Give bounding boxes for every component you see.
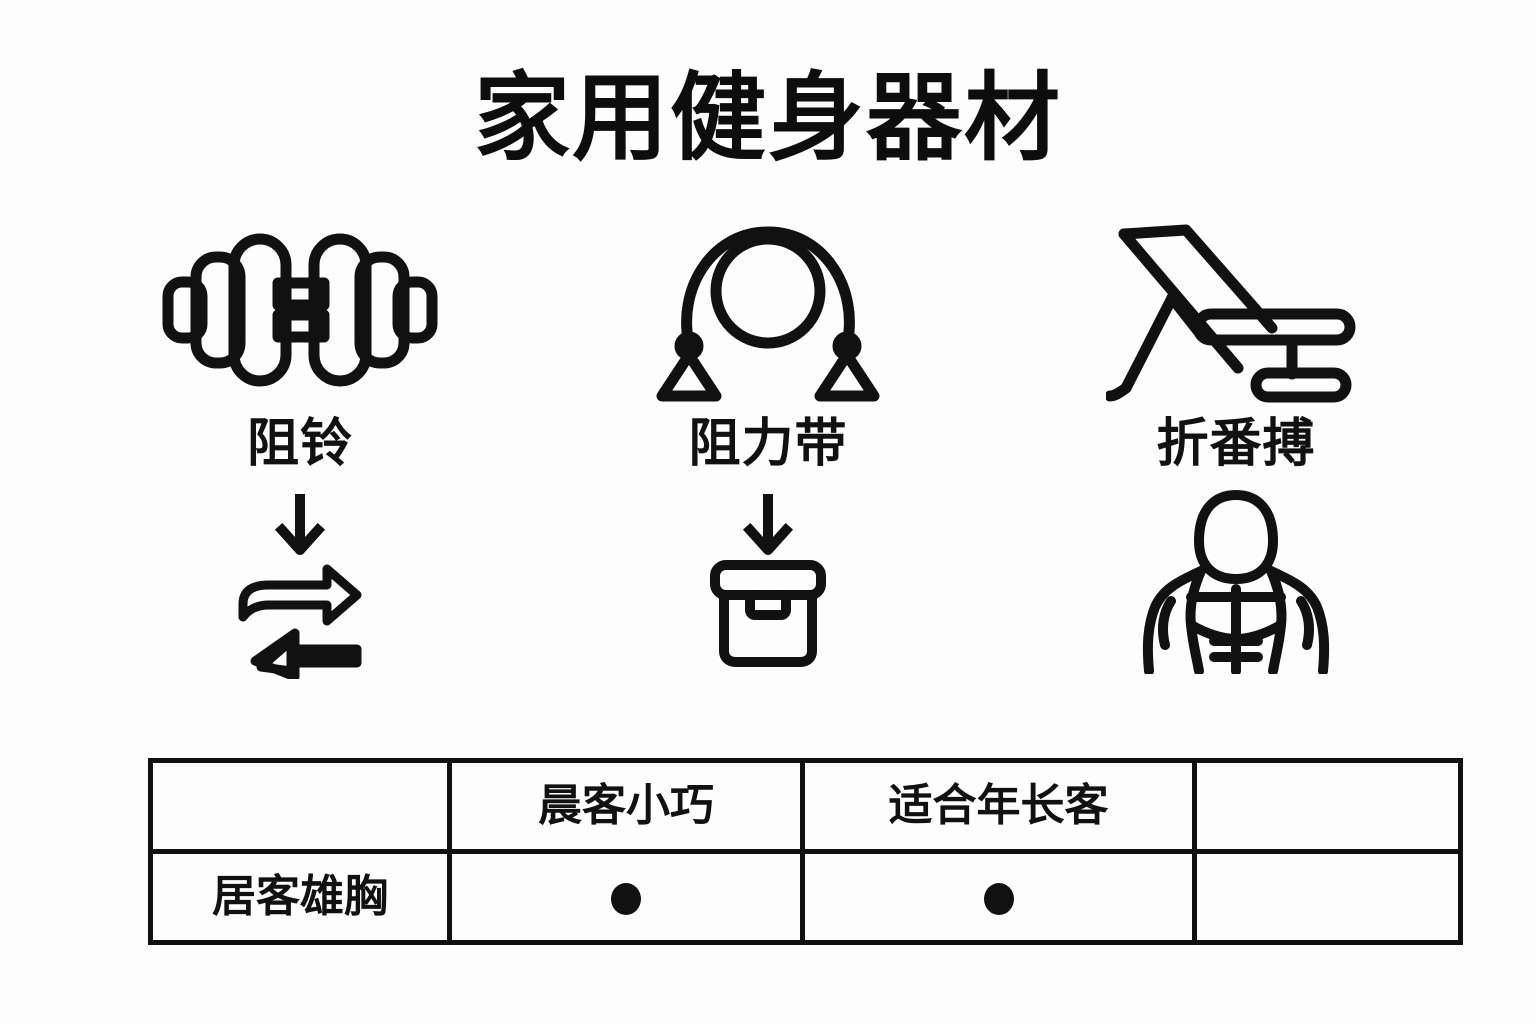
storage-box-icon — [708, 559, 828, 689]
down-arrow-icon — [272, 493, 328, 559]
table-header-cell-elderly: 适合年长客 — [800, 758, 1197, 854]
table-cell-elderly-mark — [800, 849, 1197, 945]
filled-dot-icon — [983, 883, 1014, 915]
down-arrow-icon — [740, 493, 796, 559]
filled-dot-icon — [611, 883, 641, 915]
table-header-cell-compact: 晨客小巧 — [447, 758, 805, 854]
resistance-band-icon — [653, 215, 883, 405]
equipment-column-dumbbell: 阻铃 — [100, 215, 500, 689]
table-header-row: 晨客小巧 适合年长客 — [148, 758, 1463, 854]
equipment-label-resistance-band: 阻力带 — [688, 414, 848, 474]
incline-bench-icon — [1106, 215, 1366, 405]
comparison-table: 晨客小巧 适合年长客 居客雄胸 — [148, 758, 1463, 945]
page-title: 家用健身器材 — [474, 62, 1062, 174]
equipment-columns: 阻铃 — [100, 215, 1436, 735]
table-cell-compact-mark — [447, 849, 805, 945]
table-cell-blank — [1192, 849, 1463, 945]
table-header-cell-blank-2 — [1192, 758, 1463, 854]
equipment-column-resistance-band: 阻力带 — [568, 215, 968, 689]
dumbbell-icon — [160, 215, 440, 405]
table-header-cell-blank — [148, 758, 452, 854]
comparison-table-wrapper: 晨客小巧 适合年长客 居客雄胸 — [148, 758, 1463, 945]
exchange-arrows-icon — [235, 559, 365, 689]
table-row: 居客雄胸 — [148, 849, 1463, 945]
equipment-label-dumbbell: 阻铃 — [246, 414, 353, 474]
table-row-label: 居客雄胸 — [148, 849, 452, 945]
equipment-label-bench: 折番搏 — [1156, 414, 1316, 474]
equipment-column-bench: 折番搏 — [1036, 215, 1436, 674]
muscular-torso-icon — [1139, 489, 1334, 674]
